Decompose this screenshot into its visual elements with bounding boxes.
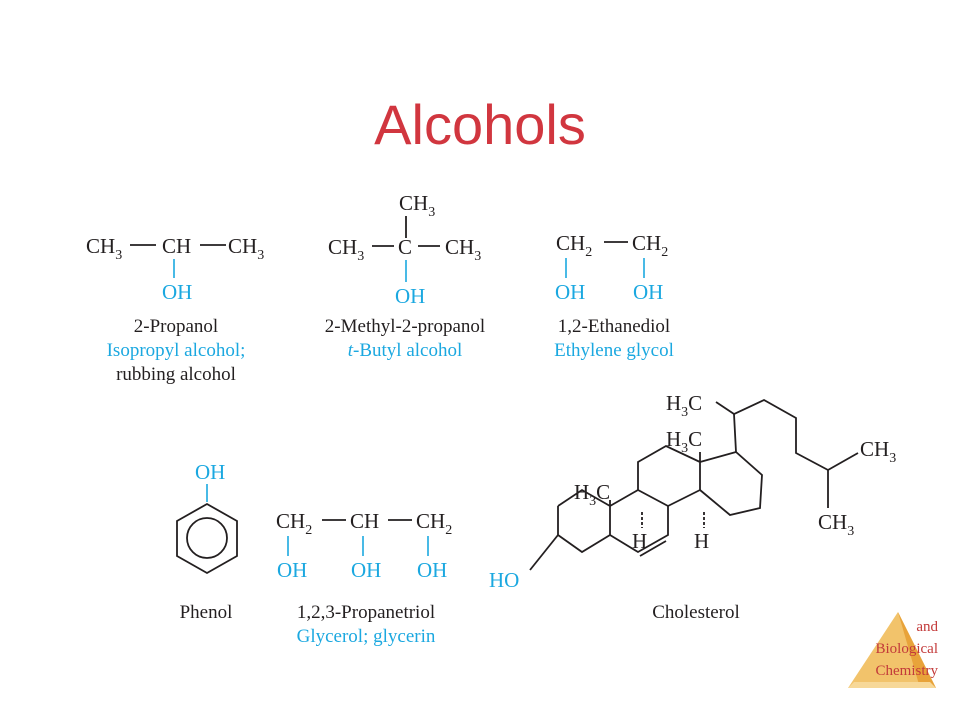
logo-line: Biological xyxy=(875,641,939,657)
svg-text:H3C: H3C xyxy=(574,480,610,509)
common-name-glycerol: Glycerol; glycerin xyxy=(297,626,436,647)
svg-text:CH3: CH3 xyxy=(818,510,854,539)
svg-text:H: H xyxy=(632,529,647,553)
name-1-2-3-propanetriol: 1,2,3-Propanetriol xyxy=(297,602,435,623)
common-name-t-butyl-alcohol: t-Butyl alcohol xyxy=(348,340,463,361)
svg-text:OH: OH xyxy=(351,558,381,582)
logo-line: Chemistry xyxy=(875,663,939,679)
svg-text:CH3: CH3 xyxy=(86,234,122,263)
common-name-ethylene-glycol: Ethylene glycol xyxy=(554,340,674,361)
name-cholesterol: Cholesterol xyxy=(652,602,740,623)
svg-text:CH: CH xyxy=(350,509,379,533)
svg-text:CH3: CH3 xyxy=(445,235,481,264)
common-name-2-propanol-line1: Isopropyl alcohol; xyxy=(107,340,246,361)
name-2-propanol: 2-Propanol xyxy=(134,316,218,337)
svg-text:CH2: CH2 xyxy=(416,509,452,538)
svg-text:OH: OH xyxy=(195,460,225,484)
name-2-methyl-2-propanol: 2-Methyl-2-propanol xyxy=(325,316,485,337)
svg-text:OH: OH xyxy=(277,558,307,582)
slide-title: Alcohols xyxy=(374,93,586,156)
svg-text:H: H xyxy=(694,529,709,553)
common-name-2-propanol-line2: rubbing alcohol xyxy=(116,364,236,385)
svg-text:CH3: CH3 xyxy=(860,437,896,466)
svg-text:H3C: H3C xyxy=(666,427,702,456)
svg-text:C: C xyxy=(398,235,412,259)
structure-2-methyl-2-propanol: CH3 CH3 C CH3 OH xyxy=(328,191,481,308)
svg-text:CH2: CH2 xyxy=(556,231,592,260)
name-1-2-ethanediol: 1,2-Ethanediol xyxy=(558,316,670,337)
structure-1-2-ethanediol: CH2 CH2 OH OH xyxy=(555,231,668,304)
logo-line: and xyxy=(916,619,938,635)
svg-text:OH: OH xyxy=(417,558,447,582)
svg-text:CH2: CH2 xyxy=(632,231,668,260)
svg-text:OH: OH xyxy=(633,280,663,304)
svg-text:CH3: CH3 xyxy=(328,235,364,264)
svg-text:OH: OH xyxy=(162,280,192,304)
name-phenol: Phenol xyxy=(180,602,233,623)
svg-text:CH3: CH3 xyxy=(228,234,264,263)
svg-text:H3C: H3C xyxy=(666,391,702,420)
svg-text:CH: CH xyxy=(162,234,191,258)
svg-text:HO: HO xyxy=(489,568,519,592)
structure-cholesterol: H3C H3C H3C CH3 CH3 H H HO xyxy=(489,391,896,592)
publisher-logo-text: and Biological Chemistry xyxy=(838,616,939,682)
structure-glycerol: CH2 CH CH2 OH OH OH xyxy=(276,509,452,582)
pyramid-icon xyxy=(848,612,936,688)
structure-phenol: OH xyxy=(176,460,238,575)
structure-2-propanol: CH3 CH CH3 OH xyxy=(86,234,264,304)
svg-text:CH3: CH3 xyxy=(399,191,435,220)
svg-text:CH2: CH2 xyxy=(276,509,312,538)
svg-text:OH: OH xyxy=(395,284,425,308)
svg-text:OH: OH xyxy=(555,280,585,304)
